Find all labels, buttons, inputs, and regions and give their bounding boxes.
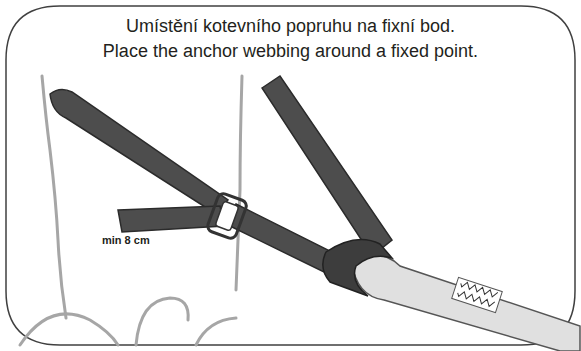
stitching [452,277,503,312]
webbing-loop [323,240,392,297]
dimension-label: min 8 cm [100,234,152,246]
heading-text: Umístění kotevního popruhu na fixní bod. [0,16,581,37]
webbing [230,204,332,272]
fixed-point [20,76,242,345]
sling [352,255,580,351]
buckle [215,201,239,231]
buckle [206,192,248,240]
webbing [50,89,228,214]
heading-text: Place the anchor webbing around a fixed … [0,41,581,62]
stitching [457,281,498,308]
